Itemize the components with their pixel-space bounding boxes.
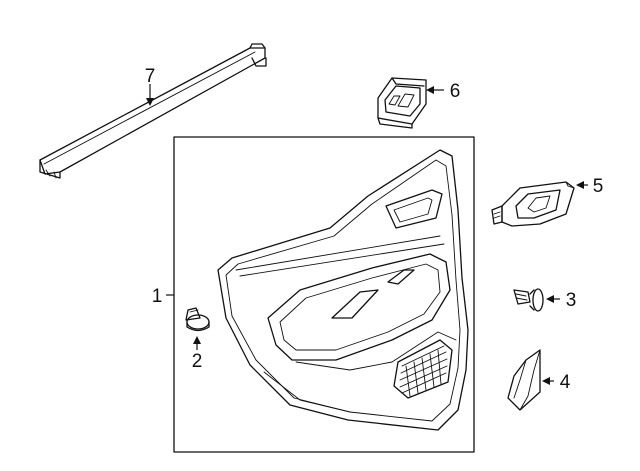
callout-7: 7 <box>145 66 156 87</box>
callout-1: 1 <box>152 286 163 307</box>
part-7-weatherstrip[interactable] <box>39 43 267 179</box>
callout-3: 3 <box>566 290 577 311</box>
part-3-screw[interactable] <box>513 288 544 312</box>
part-1-frame <box>173 136 475 453</box>
part-2-fastener[interactable] <box>185 307 210 332</box>
callout-6: 6 <box>450 81 461 102</box>
callout-4: 4 <box>560 372 571 393</box>
part-1-door-trim-panel[interactable] <box>217 149 469 431</box>
part-5-inner-handle[interactable] <box>491 181 575 227</box>
part-6-window-switch[interactable] <box>377 77 427 129</box>
callout-5: 5 <box>593 176 604 197</box>
part-4-clip[interactable] <box>507 349 541 411</box>
leader-lines <box>146 84 588 385</box>
callout-2: 2 <box>192 351 203 372</box>
